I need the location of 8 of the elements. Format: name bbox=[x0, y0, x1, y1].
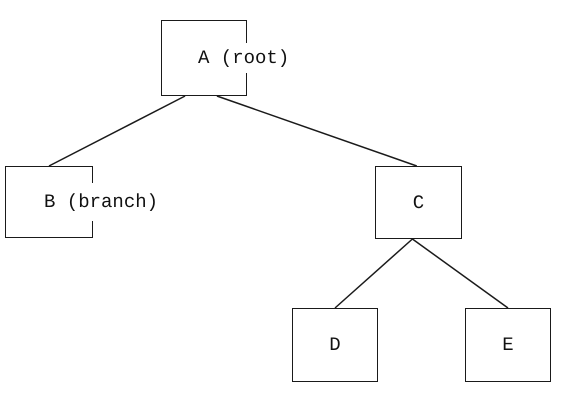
tree-node-box bbox=[292, 308, 378, 382]
connector-line bbox=[216, 95, 417, 167]
tree-node-box bbox=[375, 166, 462, 239]
tree-node-box bbox=[465, 308, 551, 382]
connector-line bbox=[48, 95, 186, 167]
connector-line bbox=[412, 238, 508, 309]
connector-line bbox=[334, 238, 413, 309]
node-label: A (root) bbox=[198, 43, 290, 73]
